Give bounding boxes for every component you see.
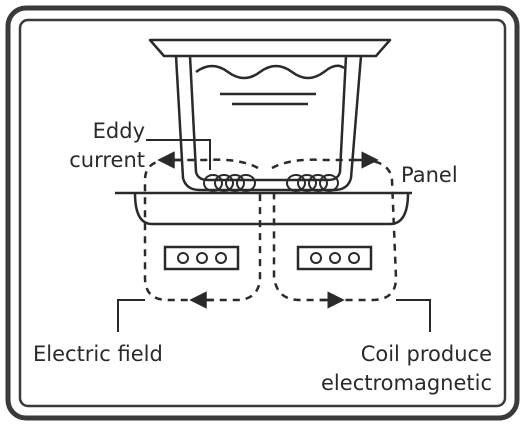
field-loop-right <box>271 158 398 302</box>
label-electric-field: Electric field <box>33 342 163 366</box>
pot <box>148 38 392 192</box>
eddy-coil-left <box>203 174 256 192</box>
label-coil-line1: Coil produce <box>361 342 492 366</box>
leader-eddy-current <box>146 139 211 170</box>
cooker-body <box>133 192 410 226</box>
field-loop-left <box>143 158 262 302</box>
inner-frame <box>18 18 507 408</box>
induction-coil-right <box>296 245 373 271</box>
label-coil-line2: electromagnetic <box>321 371 492 395</box>
eddy-coil-right <box>286 174 339 192</box>
leader-coil <box>396 299 431 332</box>
water-surface <box>195 64 345 80</box>
induction-coil-left <box>163 245 240 271</box>
outer-frame <box>5 5 520 421</box>
label-panel: Panel <box>401 163 458 187</box>
label-eddy-line1: Eddy <box>93 119 145 143</box>
leader-electric-field <box>117 299 145 332</box>
label-eddy-line2: current <box>69 148 145 172</box>
